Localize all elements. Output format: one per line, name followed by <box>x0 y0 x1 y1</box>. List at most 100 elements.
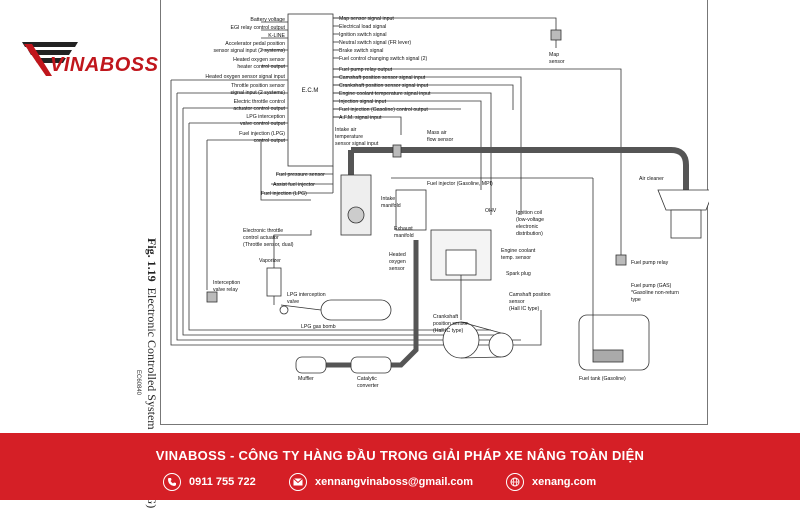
website-url: xenang.com <box>532 476 597 488</box>
email-contact[interactable]: xennangvinaboss@gmail.com <box>289 473 473 491</box>
footer-title: VINABOSS - CÔNG TY HÀNG ĐẦU TRONG GIẢI P… <box>155 448 645 463</box>
component-label: sensor <box>549 59 565 65</box>
component-label: (Hall IC type) <box>433 328 464 334</box>
signal-label: Fuel pressure sensor <box>276 172 325 178</box>
signal-label: Heated oxygen sensor signal input <box>205 74 285 80</box>
signal-label: EGI relay control output <box>231 25 286 31</box>
component-label: Catalytic <box>357 376 377 382</box>
signal-label: Neutral switch signal (FR lever) <box>339 40 411 46</box>
component-label: position sensor <box>433 321 468 327</box>
component-label: (low-voltage <box>516 217 544 223</box>
component-label: temperature <box>335 134 363 140</box>
component-label: oxygen <box>389 259 406 265</box>
ecm-bottom-labels: Fuel pressure sensor Assist fuel injecto… <box>261 172 325 197</box>
signal-label: Fuel pump relay output <box>339 67 393 73</box>
email-icon <box>289 473 307 491</box>
component-label: (Hall IC type) <box>509 306 540 312</box>
figure-code: EC60840 <box>135 370 141 396</box>
component-label: *Gasoline non-return <box>631 290 679 296</box>
website-contact[interactable]: xenang.com <box>506 473 596 491</box>
map-sensor <box>550 29 562 41</box>
signal-label: Assist fuel injector <box>273 182 315 188</box>
component-label: Intake <box>381 196 395 202</box>
component-label: valve <box>287 299 299 305</box>
signal-label: Injection signal input <box>339 99 387 105</box>
email-address: xennangvinaboss@gmail.com <box>315 476 474 488</box>
component-label: (Throttle sensor, dual) <box>243 242 294 248</box>
component-label: LPG interception <box>287 292 326 298</box>
left-signal-labels: Battery voltage EGI relay control output… <box>205 17 285 144</box>
signal-label: sensor signal input (2 systems) <box>213 48 285 54</box>
diagram-page: Fig. 1.19Electronic Controlled System Di… <box>135 0 709 508</box>
signal-label: Battery voltage <box>250 17 285 23</box>
component-label: Crankshaft <box>433 314 459 320</box>
signal-label: Electrical load signal <box>339 24 386 30</box>
component-label: Spark plug <box>506 271 531 277</box>
signal-label: A.F.M. signal input <box>339 115 382 121</box>
electronic-control-diagram: E.C.M Battery voltage EGI relay control … <box>170 13 709 389</box>
signal-label: K-LINE <box>268 33 285 39</box>
signal-label: LPG interception <box>246 114 285 120</box>
signal-label: Fuel control changing switch signal (2) <box>339 56 428 62</box>
component-label: converter <box>357 383 379 389</box>
signal-label: actuator control output <box>233 106 285 112</box>
component-label: Vaporizer <box>259 258 281 264</box>
component-label: Exhaust <box>394 226 413 232</box>
interception-relay <box>206 291 218 303</box>
catalytic-converter <box>350 356 392 374</box>
component-label: LPG gas bomb <box>301 324 336 330</box>
component-label: valve relay <box>213 287 238 293</box>
component-label: Ignition coil <box>516 210 542 216</box>
component-label: Map <box>549 52 559 58</box>
ecm-label: E.C.M <box>302 88 319 94</box>
signal-label: heater control output <box>237 64 285 70</box>
component-label: Mass air <box>427 130 447 136</box>
signal-label: Ignition switch signal <box>339 32 387 38</box>
signal-label: Brake switch signal <box>339 48 383 54</box>
vaporizer <box>266 267 282 297</box>
signal-label: Camshaft position sensor signal input <box>339 75 426 81</box>
component-label: Electronic throttle <box>243 228 283 234</box>
signal-label: Fuel injection (LPG) <box>261 191 307 197</box>
brand-logo <box>20 40 190 80</box>
component-label: Camshaft position <box>509 292 551 298</box>
fuel-pump-relay <box>615 254 627 266</box>
throttle-body <box>340 174 372 236</box>
signal-label: control output <box>254 138 286 144</box>
signal-label: Throttle position sensor <box>231 83 285 89</box>
signal-label: Fuel injection (LPG) <box>239 131 285 137</box>
right-signal-labels: Map sensor signal input Electrical load … <box>339 16 431 121</box>
component-label: sensor <box>509 299 525 305</box>
left-signal-lines <box>171 21 288 141</box>
phone-icon <box>163 473 181 491</box>
component-label: Fuel pump relay <box>631 260 669 266</box>
signal-label: Heated oxygen sensor <box>233 57 285 63</box>
signal-label: Engine coolant temperature signal input <box>339 91 431 97</box>
component-label: OHV <box>485 208 497 214</box>
logo-mark-icon <box>22 42 78 76</box>
signal-label: Accelerator pedal position <box>225 41 285 47</box>
component-label: manifold <box>381 203 401 209</box>
phone-contact[interactable]: 0911 755 722 <box>163 473 256 491</box>
signal-label: signal input (2 systems) <box>231 90 286 96</box>
component-label: Engine coolant <box>501 248 536 254</box>
component-label: Interception <box>213 280 240 286</box>
component-label: sensor <box>389 266 405 272</box>
component-label: control actuator <box>243 235 279 241</box>
signal-label: Crankshaft position sensor signal input <box>339 83 429 89</box>
component-label: Fuel injector (Gasoline, MPI) <box>427 181 493 187</box>
component-label: Intake air <box>335 127 357 133</box>
component-label: manifold <box>394 233 414 239</box>
component-label: electronic <box>516 224 539 230</box>
component-label: Muffler <box>298 376 314 382</box>
component-label: Heated <box>389 252 406 258</box>
component-label: distribution) <box>516 231 543 237</box>
component-label: flow sensor <box>427 137 454 143</box>
muffler <box>295 356 327 374</box>
lpg-gas-bomb <box>320 299 392 321</box>
component-label: Fuel tank (Gasoline) <box>579 376 626 382</box>
footer-banner: VINABOSS - CÔNG TY HÀNG ĐẦU TRONG GIẢI P… <box>0 433 800 500</box>
component-label: sensor signal input <box>335 141 379 147</box>
component-labels: Map sensor Intake air temperature sensor… <box>213 52 679 389</box>
brand-name: VINABOSS <box>50 54 159 76</box>
